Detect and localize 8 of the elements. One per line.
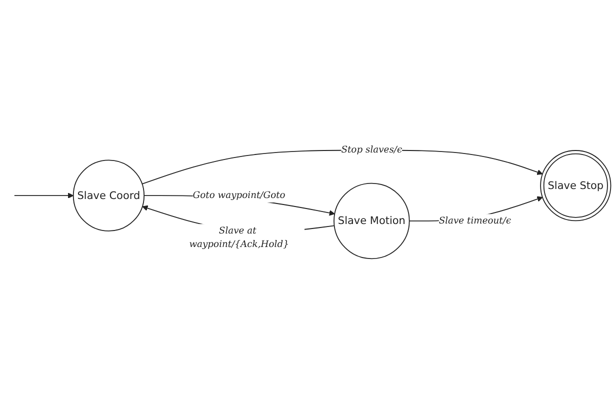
edge-label: Goto waypoint/Goto (192, 190, 286, 200)
node-circle: Slave Motion (334, 182, 410, 260)
edge-label: Stop slaves/ϵ (341, 144, 402, 156)
arrow (14, 192, 74, 198)
node-circle: Slave Stop (540, 150, 612, 222)
edge-label: Slave at waypoint/{Ack,Hold} (189, 225, 289, 250)
edge-label: Slave timeout/ϵ (438, 215, 512, 226)
node-circle: Slave Coord (72, 160, 145, 232)
